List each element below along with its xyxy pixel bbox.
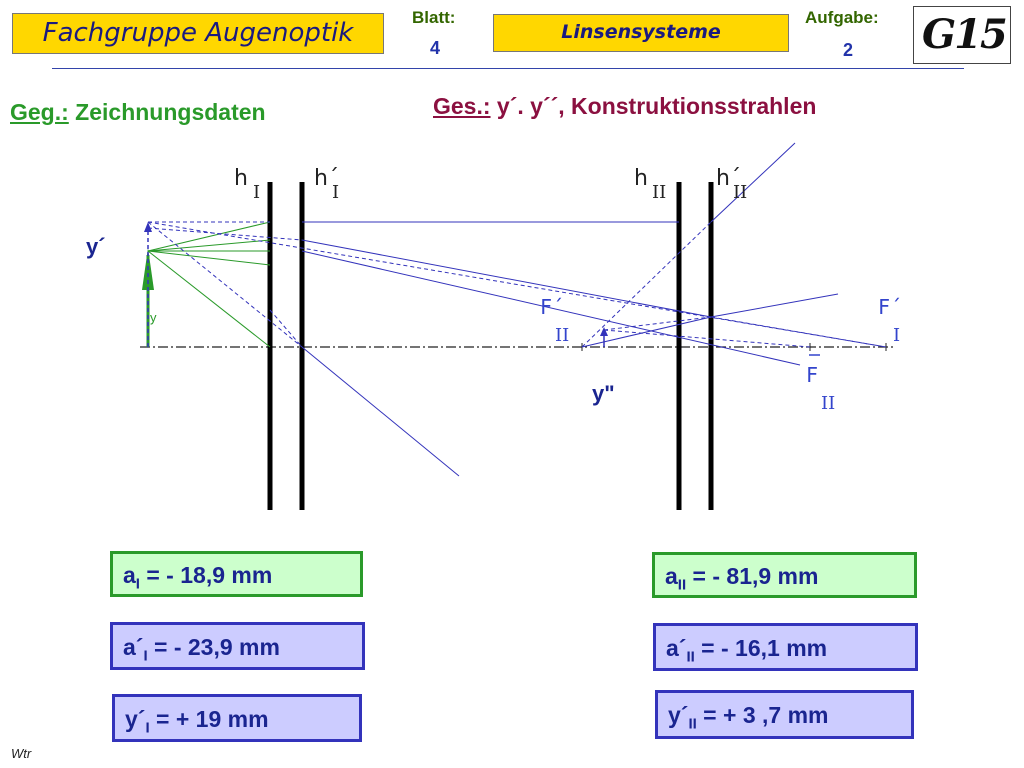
blue-ray-down	[301, 346, 460, 477]
value-box-aII: aII = - 81,9 mm	[652, 552, 917, 598]
value-box-ypII: y´II = + 3 ,7 mm	[655, 690, 914, 739]
blue-ray-mid	[301, 250, 801, 366]
dashed-ray-5	[269, 309, 303, 348]
label-F-prime-II-sub: II	[555, 325, 569, 346]
dashed-ray-7	[603, 316, 712, 331]
aI-symbol: a	[123, 562, 136, 588]
green-ray-4	[147, 250, 271, 266]
header-topic: Linsensysteme	[561, 21, 721, 43]
dashed-ray-4	[147, 227, 303, 241]
apI-symbol: a´	[123, 634, 144, 660]
label-hIp-sub: I	[332, 182, 339, 203]
value-box-ypI: y´I = + 19 mm	[112, 694, 362, 742]
green-ray-2	[147, 239, 271, 252]
blatt-label: Blatt:	[412, 8, 456, 27]
blatt-value: 4	[430, 38, 441, 58]
label-hI-sub: I	[253, 182, 260, 203]
sought-prefix: Ges.:	[433, 93, 491, 119]
apII-value: = - 16,1 mm	[694, 635, 828, 661]
dashed-ray-2	[147, 221, 303, 348]
label-y-dprime: y"	[592, 381, 615, 406]
header-title: Fachgruppe Augenoptik	[42, 18, 354, 48]
ypI-value: = + 19 mm	[149, 706, 269, 732]
aufgabe-value: 2	[843, 40, 854, 60]
value-box-apI: a´I = - 23,9 mm	[110, 622, 365, 670]
apI-sub: I	[143, 647, 148, 665]
ypII-value: = + 3 ,7 mm	[696, 702, 829, 728]
apI-value: = - 23,9 mm	[147, 634, 280, 660]
ypI-sub: I	[145, 719, 150, 737]
label-hIIp: h´	[716, 166, 741, 191]
blue-ray-focal-1-out	[710, 293, 839, 318]
header-topic-box: Linsensysteme	[493, 14, 789, 52]
green-ray-1	[147, 221, 271, 252]
label-y: y	[150, 310, 157, 325]
sought-text: y´. y´´, Konstruktionsstrahlen	[490, 93, 817, 119]
label-y-prime: y´	[86, 234, 106, 259]
given-text: Zeichnungsdaten	[68, 99, 266, 125]
logo-text: G15	[922, 11, 1008, 58]
given-prefix: Geg.:	[10, 99, 69, 125]
blue-ray-focal-1	[301, 239, 712, 318]
label-hII: h	[634, 166, 648, 191]
author-initials: Wtr	[11, 746, 32, 761]
aII-symbol: a	[665, 563, 678, 589]
label-F-prime-II: F´	[540, 295, 564, 319]
sought-heading: Ges.: y´. y´´, Konstruktionsstrahlen	[433, 93, 816, 120]
dashed-ray-6	[581, 221, 712, 348]
label-F-prime-I-sub: I	[893, 325, 900, 346]
apII-symbol: a´	[666, 635, 687, 661]
label-F-II: F	[806, 363, 818, 387]
image-arrowhead-y-prime	[144, 222, 152, 232]
label-hIIp-sub: II	[733, 182, 747, 203]
image-arrowhead-y-dprime	[600, 327, 608, 336]
aII-sub: II	[677, 576, 687, 594]
given-heading: Geg.: Zeichnungsdaten	[10, 99, 266, 126]
header-divider	[52, 68, 964, 69]
aII-value: = - 81,9 mm	[686, 563, 819, 589]
aufgabe-label: Aufgabe:	[805, 8, 879, 27]
dashed-ray-9	[710, 316, 887, 348]
blue-ray-upper-exit	[710, 142, 796, 223]
label-hII-sub: II	[652, 182, 666, 203]
header-title-box: Fachgruppe Augenoptik	[12, 13, 384, 54]
value-box-aI: aI = - 18,9 mm	[110, 551, 363, 597]
dashed-ray-8	[603, 329, 811, 348]
apII-sub: II	[686, 648, 695, 666]
label-hIp: h´	[314, 166, 339, 191]
label-F-prime-I: F´	[878, 295, 902, 319]
value-box-apII: a´II = - 16,1 mm	[653, 623, 918, 671]
aI-sub: I	[135, 575, 140, 593]
ypI-symbol: y´	[125, 706, 146, 732]
label-F-II-sub: II	[821, 393, 835, 414]
aI-value: = - 18,9 mm	[139, 562, 273, 588]
ypII-symbol: y´	[668, 702, 689, 728]
green-ray-5	[147, 250, 271, 348]
label-hI: h	[234, 166, 248, 191]
blue-ray-axis	[581, 316, 712, 348]
logo-g15: G15	[913, 6, 1011, 64]
ypII-sub: II	[688, 715, 697, 733]
